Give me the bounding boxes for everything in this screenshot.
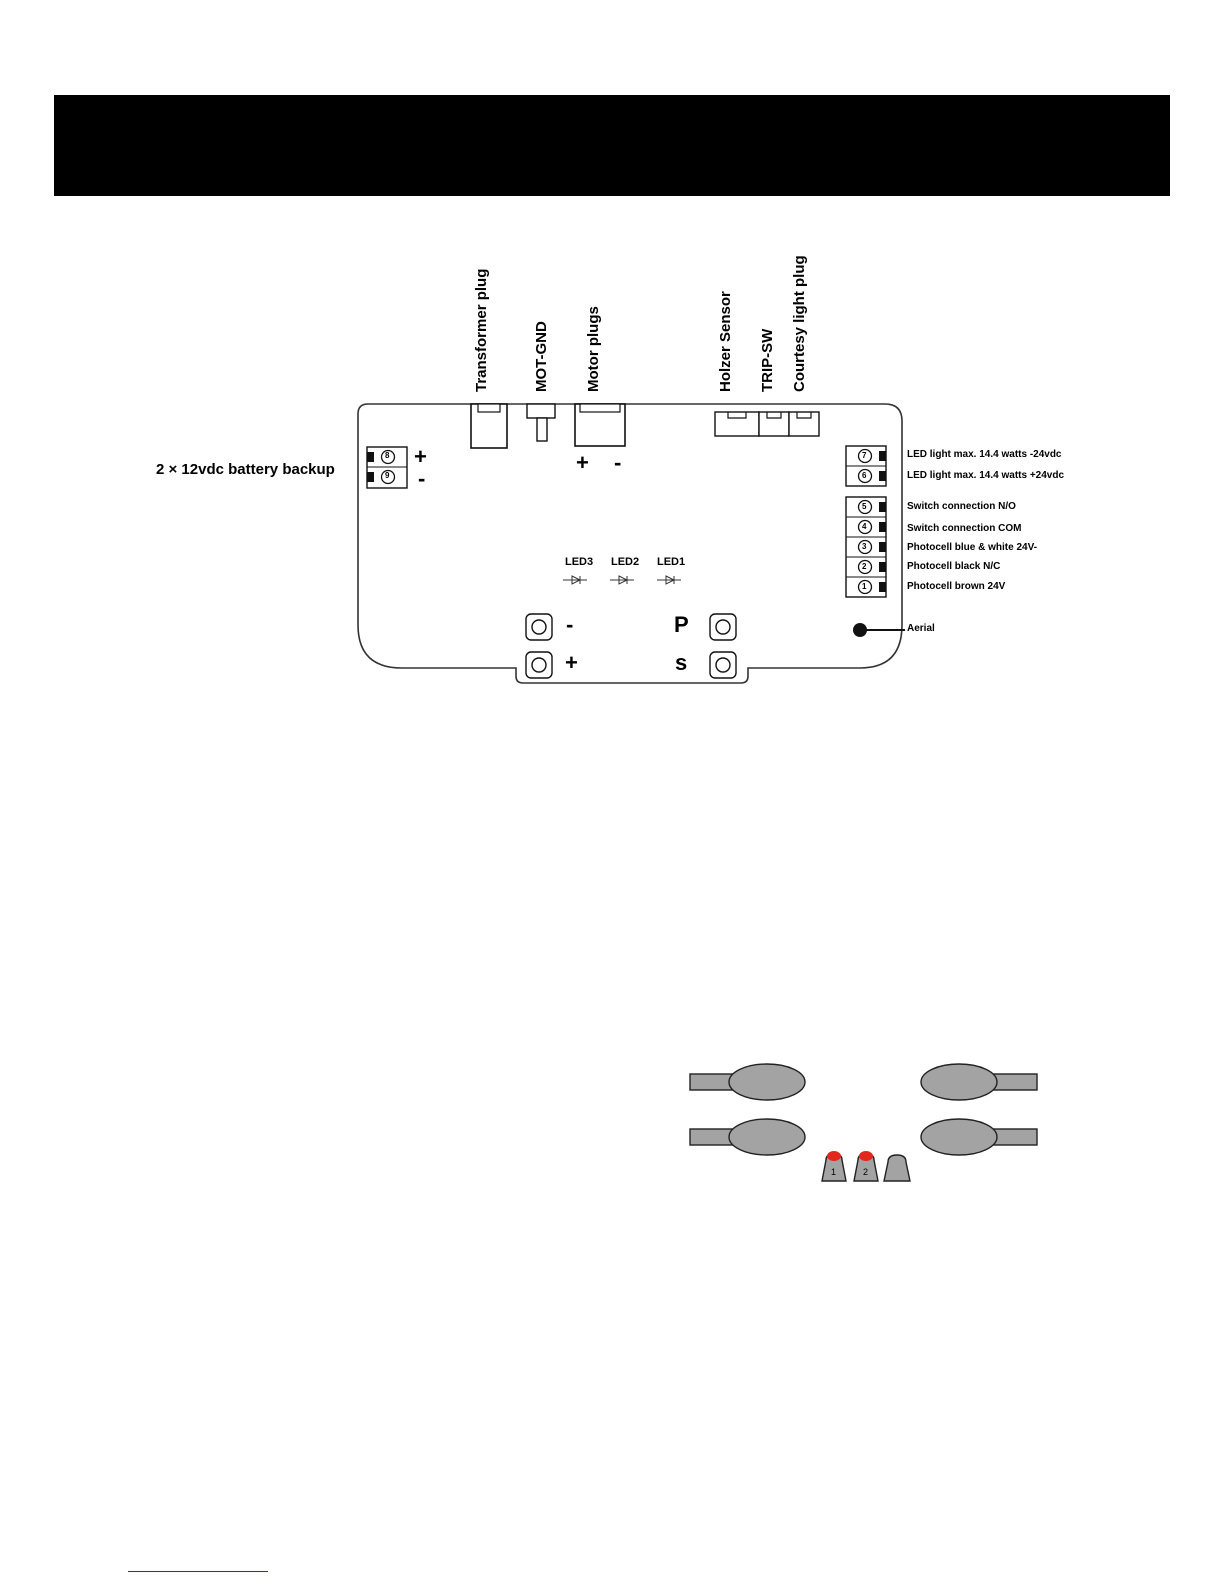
pad-top-left: [728, 1063, 806, 1101]
switch-photocell-terminal-block: [845, 496, 887, 598]
terminal-4-label: Switch connection COM: [907, 523, 1022, 534]
s-button-shape: [709, 651, 737, 679]
board-outline: [357, 403, 903, 684]
terminal-1-number: 1: [862, 582, 867, 591]
led-light-terminal-block: [845, 445, 887, 487]
motor-minus-sign: -: [614, 450, 622, 475]
courtesy-light-connector: [788, 411, 820, 437]
plus-button-label: +: [565, 650, 578, 675]
indicator-led-2-number: 2: [863, 1167, 869, 1177]
pad-bottom-right: [920, 1118, 998, 1156]
terminal-7-number: 7: [862, 451, 867, 460]
terminal-3-label: Photocell blue & white 24V-: [907, 542, 1038, 553]
pad-top-right: [920, 1063, 998, 1101]
holzer-sensor-connector: [714, 411, 760, 437]
header-bar: [54, 95, 1170, 196]
plus-button-shape: [525, 651, 553, 679]
led1-label: LED1: [657, 556, 686, 568]
terminal-2-label: Photocell black N/C: [907, 561, 1001, 572]
p-button-label: P: [674, 612, 689, 637]
indicator-led-1-number: 1: [831, 1167, 837, 1177]
battery-plus-sign: +: [414, 444, 427, 469]
battery-terminal-8: 8: [385, 451, 390, 460]
p-button-shape: [709, 613, 737, 641]
led2-label: LED2: [611, 556, 640, 568]
s-button-label: s: [675, 650, 688, 675]
terminal-3-number: 3: [862, 542, 867, 551]
battery-terminal-block: [366, 446, 408, 489]
terminal-4-number: 4: [862, 522, 867, 531]
mot-gnd-connector: [526, 403, 556, 419]
minus-button-label: -: [566, 612, 574, 637]
terminal-6-number: 6: [862, 471, 867, 480]
terminal-6-label: LED light max. 14.4 watts +24vdc: [907, 470, 1065, 481]
minus-button-shape: [525, 613, 553, 641]
aerial-connector: [853, 623, 905, 637]
terminal-5-number: 5: [862, 502, 867, 511]
aerial-label: Aerial: [907, 623, 935, 634]
terminal-7-label: LED light max. 14.4 watts -24vdc: [907, 449, 1062, 460]
footer-link-line: [128, 1571, 268, 1572]
indicator-led-3: [883, 1154, 911, 1182]
motor-plus-sign: +: [576, 450, 589, 475]
terminal-2-number: 2: [862, 562, 867, 571]
pad-bottom-left: [728, 1118, 806, 1156]
battery-terminal-9: 9: [385, 471, 390, 480]
terminal-1-label: Photocell brown 24V: [907, 581, 1006, 592]
terminal-5-label: Switch connection N/O: [907, 501, 1016, 512]
led3-diode-symbol: [563, 575, 587, 585]
trip-sw-connector: [758, 411, 790, 437]
led3-label: LED3: [565, 556, 594, 568]
led2-diode-symbol: [610, 575, 634, 585]
led1-diode-symbol: [657, 575, 681, 585]
battery-minus-sign: -: [418, 466, 426, 491]
battery-backup-label: 2 × 12vdc battery backup: [156, 461, 335, 478]
indicator-illustration: [689, 1063, 1038, 1182]
